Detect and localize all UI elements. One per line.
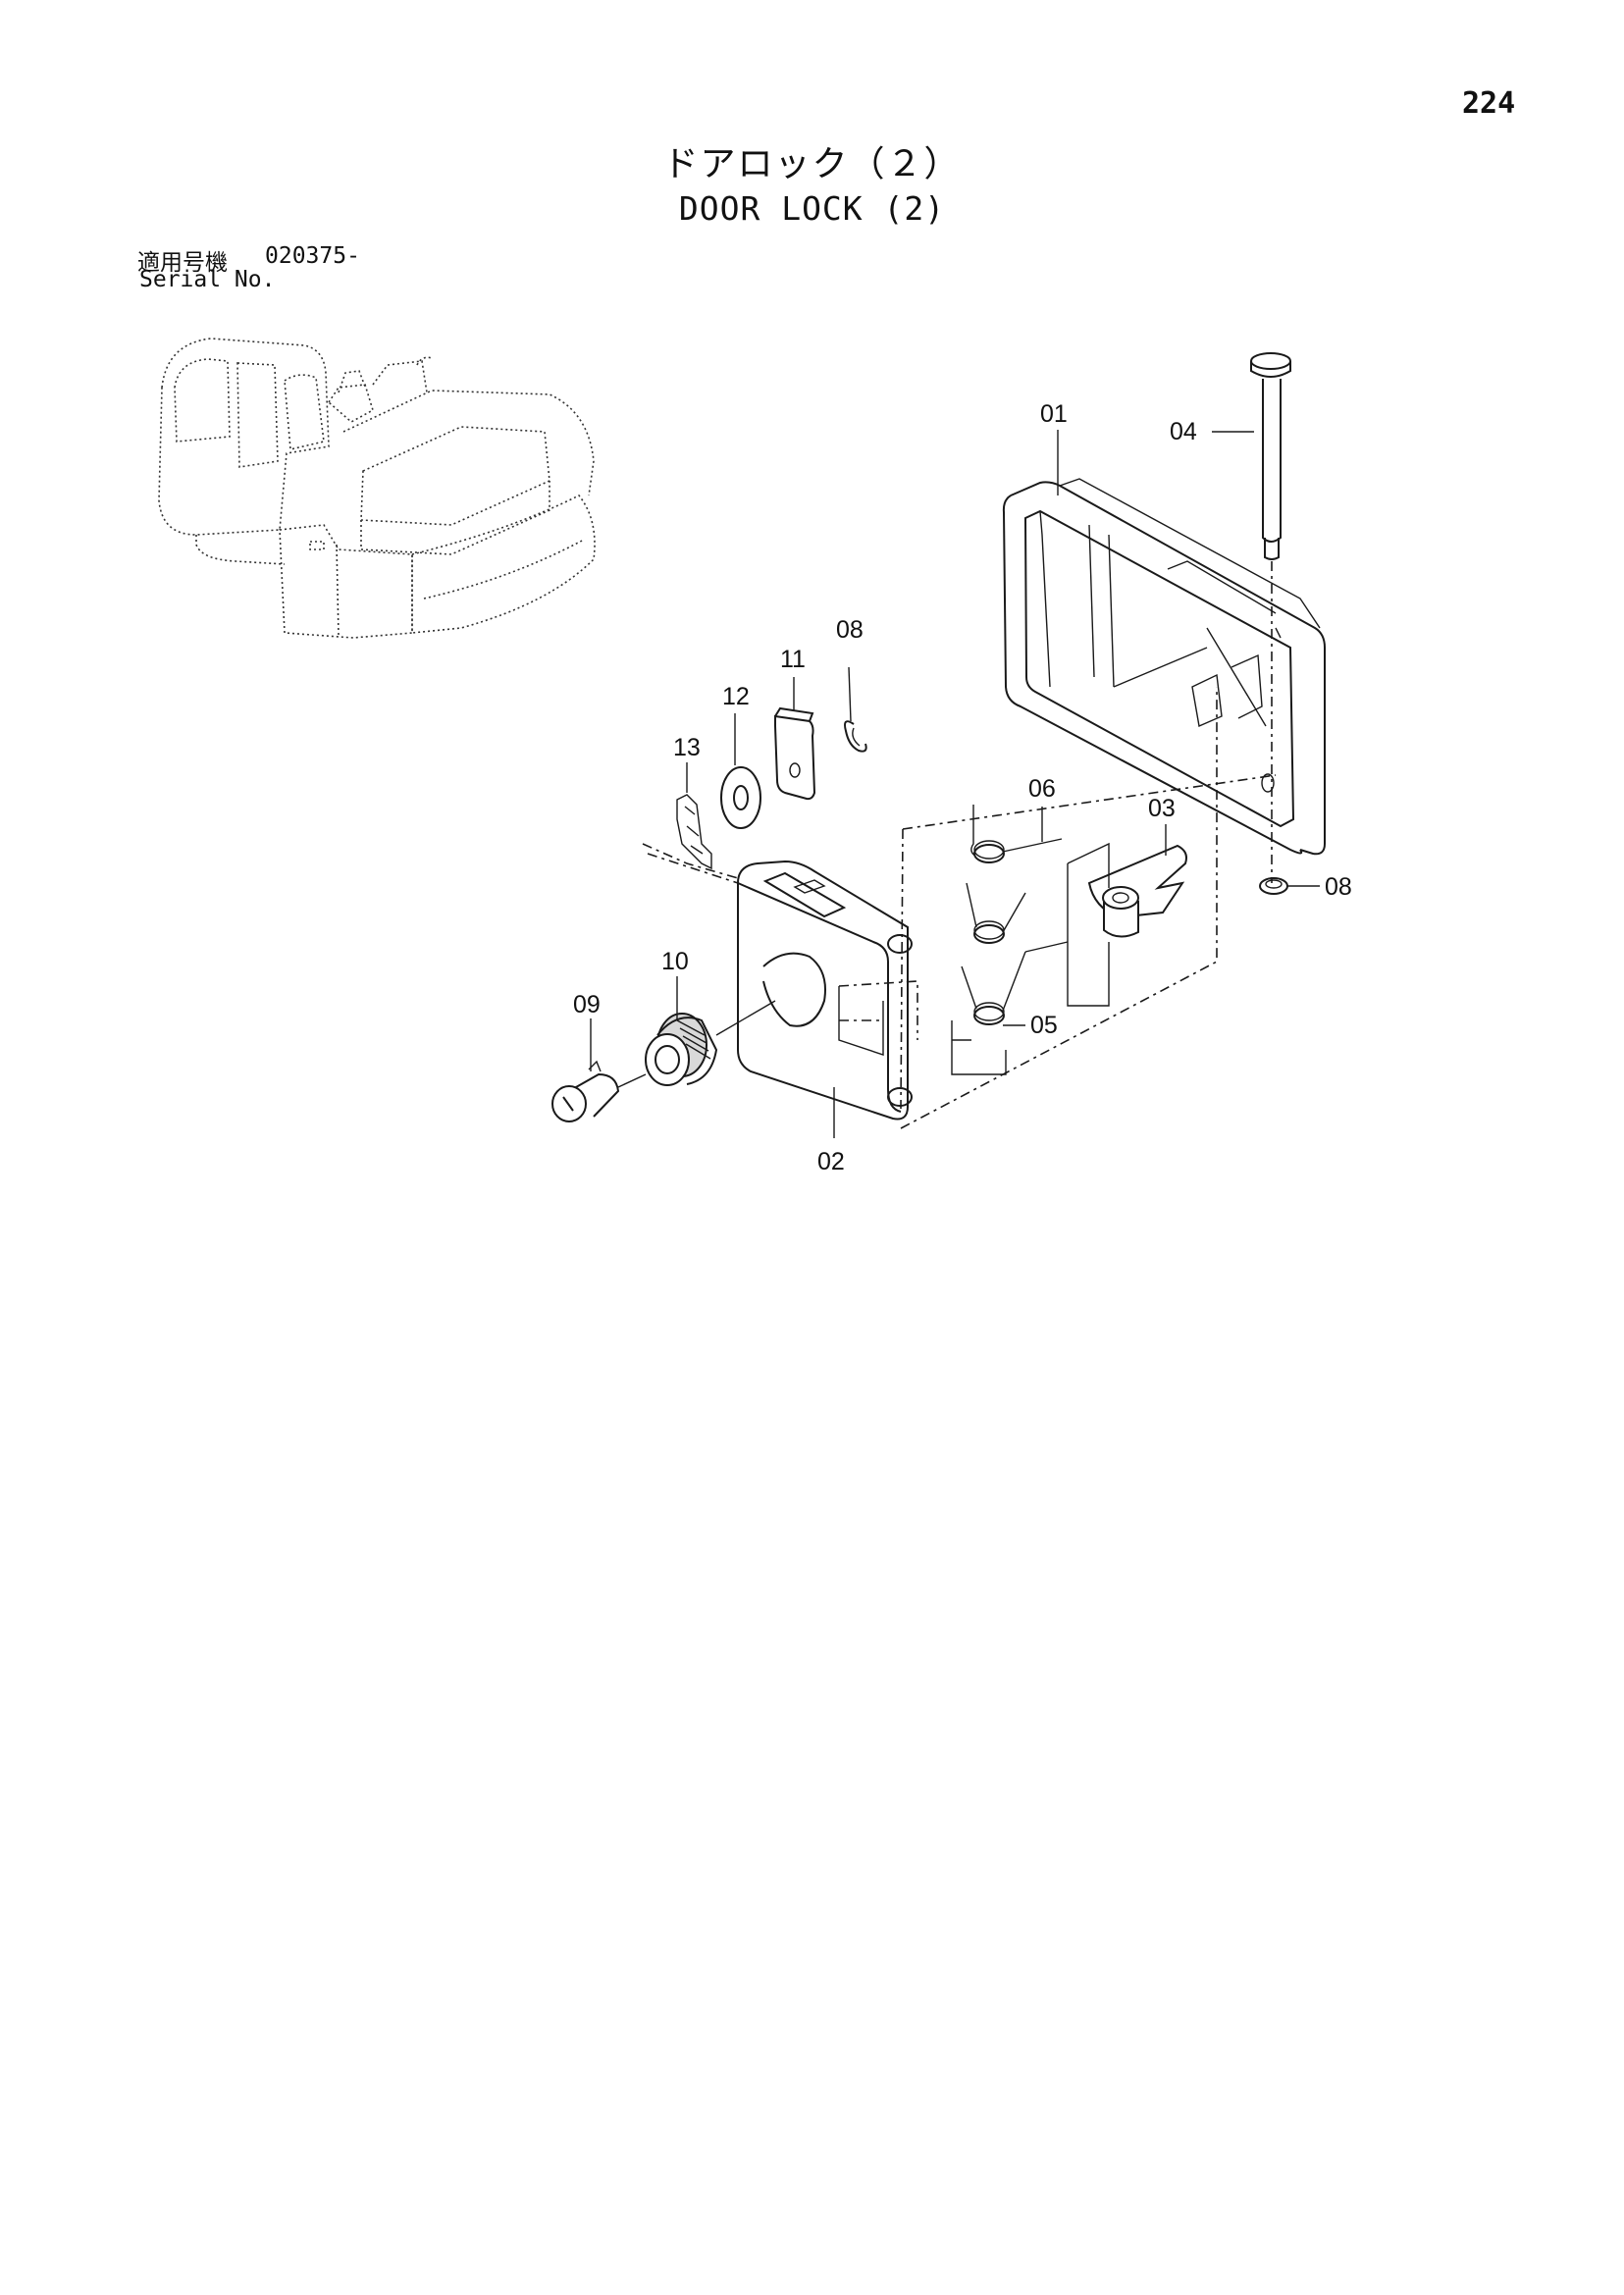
part-02-lock-body (642, 843, 918, 1121)
part-13-spring-clip (647, 794, 739, 884)
part-09-key-cylinder (551, 1060, 647, 1122)
callout-03: 03 (1148, 795, 1176, 822)
serial-number-value: 020375- (265, 243, 360, 269)
callout-12: 12 (722, 683, 750, 710)
excavator-locator-illustration (158, 338, 596, 639)
callout-08-lower: 08 (1325, 873, 1352, 901)
callout-08-upper: 08 (836, 616, 864, 644)
page-number: 224 (1462, 86, 1516, 121)
part-03-latch (1067, 842, 1187, 1007)
part-04-pin (1250, 352, 1291, 883)
callout-02: 02 (817, 1148, 845, 1175)
part-08-e-ring-lower (1259, 877, 1288, 895)
page-title-japanese: ドアロック（２） (662, 144, 962, 184)
part-08-e-ring-upper (844, 720, 867, 753)
callout-06: 06 (1028, 775, 1056, 803)
callout-04: 04 (1170, 418, 1197, 445)
serial-label-japanese: 適用号機 (137, 250, 228, 276)
part-01-handle-frame (1002, 478, 1326, 856)
callout-leaders (590, 430, 1320, 1138)
serial-label-english: Serial No. (139, 267, 276, 292)
callout-11: 11 (780, 646, 806, 673)
callout-01: 01 (1040, 400, 1068, 428)
page-title-english: DOOR LOCK (2) (678, 189, 946, 228)
callout-05: 05 (1030, 1012, 1058, 1039)
part-12-washer (720, 766, 761, 829)
callout-09: 09 (573, 991, 601, 1018)
callout-13: 13 (673, 734, 701, 761)
part-10-cylinder-housing (645, 1000, 776, 1086)
callout-10: 10 (661, 948, 689, 975)
part-05-06-springs (900, 687, 1277, 1129)
part-11-plate (774, 706, 816, 801)
